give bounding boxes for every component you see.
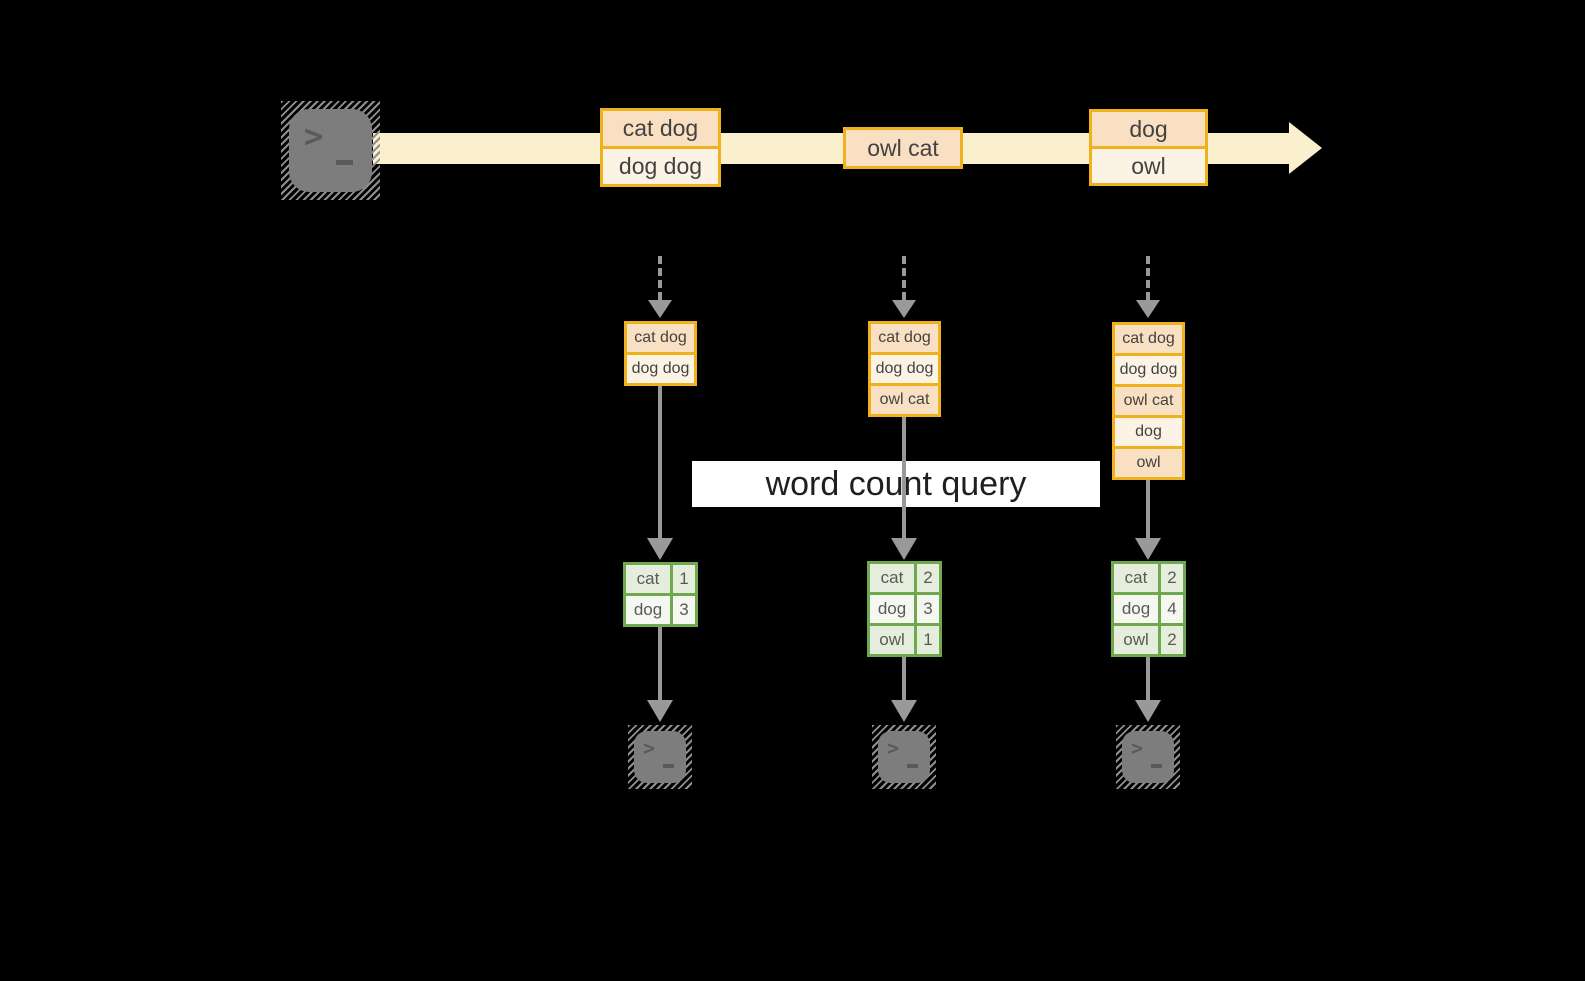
prompt-cursor-icon xyxy=(336,160,353,165)
stream-item: owl cat xyxy=(846,130,960,166)
prompt-cursor-icon xyxy=(663,764,674,768)
word-cell: dog xyxy=(626,596,670,624)
count-cell: 1 xyxy=(917,626,939,654)
word-cell: cat xyxy=(1114,564,1158,592)
count-cell: 3 xyxy=(673,596,695,624)
batch-item: dog xyxy=(1115,415,1182,446)
stream-item: owl xyxy=(1092,146,1205,183)
source-terminal-icon: > xyxy=(281,101,380,200)
output-terminal-icon-1: > xyxy=(628,725,692,789)
output-terminal-icon-3: > xyxy=(1116,725,1180,789)
word-cell: owl xyxy=(870,626,914,654)
stream-batch-1: cat dog dog dog xyxy=(600,108,721,187)
stream-item: cat dog xyxy=(603,111,718,146)
prompt-chevron-icon: > xyxy=(643,736,656,760)
query-arrowhead-3 xyxy=(1135,538,1161,560)
batch-item: owl cat xyxy=(871,383,938,414)
ingest-arrow-line-1 xyxy=(658,256,662,300)
query-arrow-line-3 xyxy=(1146,480,1150,538)
count-cell: 2 xyxy=(1161,564,1183,592)
prompt-chevron-icon: > xyxy=(1131,736,1144,760)
batch-item: owl cat xyxy=(1115,384,1182,415)
stream-batch-2: owl cat xyxy=(843,127,963,169)
output-arrow-line-3 xyxy=(1146,657,1150,700)
terminal-screen: > xyxy=(1122,731,1174,783)
ingest-arrow-line-2 xyxy=(902,256,906,300)
micro-batch-table-2: cat dog dog dog owl cat xyxy=(868,321,941,417)
batch-item: dog dog xyxy=(627,352,694,383)
prompt-chevron-icon: > xyxy=(304,117,324,155)
micro-batch-table-1: cat dog dog dog xyxy=(624,321,697,386)
output-arrowhead-2 xyxy=(891,700,917,722)
stream-item: dog xyxy=(1092,112,1205,146)
word-count-table-2: cat 2 dog 3 owl 1 xyxy=(867,561,942,657)
word-cell: dog xyxy=(870,595,914,623)
batch-item: cat dog xyxy=(1115,325,1182,353)
output-arrow-line-1 xyxy=(658,627,662,700)
terminal-screen: > xyxy=(289,109,372,192)
ingest-arrow-line-3 xyxy=(1146,256,1150,300)
query-arrow-line-2 xyxy=(902,417,906,538)
output-arrowhead-1 xyxy=(647,700,673,722)
query-arrow-line-1 xyxy=(658,386,662,538)
query-arrowhead-1 xyxy=(647,538,673,560)
word-cell: dog xyxy=(1114,595,1158,623)
batch-item: dog dog xyxy=(1115,353,1182,384)
output-arrowhead-3 xyxy=(1135,700,1161,722)
terminal-screen: > xyxy=(878,731,930,783)
batch-item: owl xyxy=(1115,446,1182,477)
prompt-cursor-icon xyxy=(1151,764,1162,768)
count-cell: 4 xyxy=(1161,595,1183,623)
word-cell: cat xyxy=(626,565,670,593)
batch-item: dog dog xyxy=(871,352,938,383)
batch-item: cat dog xyxy=(627,324,694,352)
stream-arrowhead-icon xyxy=(1289,122,1322,174)
query-label: word count query xyxy=(692,461,1100,507)
output-terminal-icon-2: > xyxy=(872,725,936,789)
word-count-table-1: cat 1 dog 3 xyxy=(623,562,698,627)
ingest-arrowhead-3 xyxy=(1136,300,1160,318)
batch-item: cat dog xyxy=(871,324,938,352)
stream-batch-3: dog owl xyxy=(1089,109,1208,186)
micro-batch-table-3: cat dog dog dog owl cat dog owl xyxy=(1112,322,1185,480)
stream-item: dog dog xyxy=(603,146,718,184)
ingest-arrowhead-2 xyxy=(892,300,916,318)
count-cell: 1 xyxy=(673,565,695,593)
query-arrowhead-2 xyxy=(891,538,917,560)
word-cell: cat xyxy=(870,564,914,592)
count-cell: 2 xyxy=(1161,626,1183,654)
count-cell: 3 xyxy=(917,595,939,623)
output-arrow-line-2 xyxy=(902,657,906,700)
ingest-arrowhead-1 xyxy=(648,300,672,318)
prompt-chevron-icon: > xyxy=(887,736,900,760)
word-cell: owl xyxy=(1114,626,1158,654)
count-cell: 2 xyxy=(917,564,939,592)
terminal-screen: > xyxy=(634,731,686,783)
prompt-cursor-icon xyxy=(907,764,918,768)
word-count-table-3: cat 2 dog 4 owl 2 xyxy=(1111,561,1186,657)
